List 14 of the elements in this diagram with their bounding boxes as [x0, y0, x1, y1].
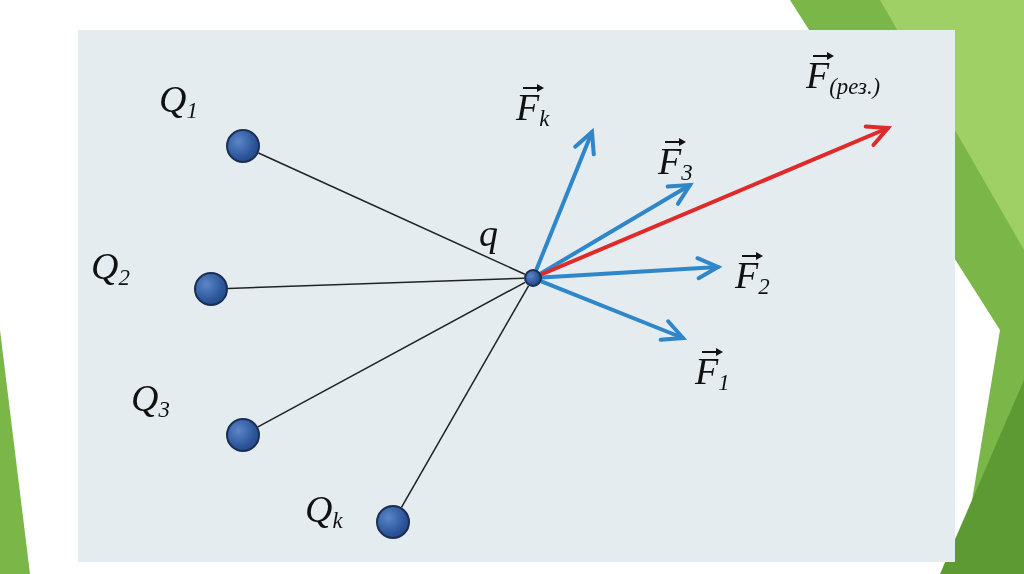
force-label: F$_{1}$ — [695, 348, 730, 395]
charge-label: Q$_{1}$ — [159, 80, 198, 123]
charge-label: Q$_{3}$ — [131, 379, 170, 422]
connecting-line — [257, 281, 526, 428]
force-label: F$_{3}$ — [658, 138, 693, 185]
force-label: F$_{(рез.)}$ — [806, 52, 881, 99]
force-label: F$_{k}$ — [516, 84, 550, 131]
charge-label: q — [479, 214, 498, 252]
connecting-line — [227, 277, 525, 290]
connecting-line — [257, 152, 526, 275]
charge-label: Q$_{2}$ — [91, 247, 130, 290]
force-label: F$_{2}$ — [735, 252, 770, 299]
connecting-line — [400, 285, 530, 508]
charge-label: Q$_{k}$ — [305, 490, 343, 533]
